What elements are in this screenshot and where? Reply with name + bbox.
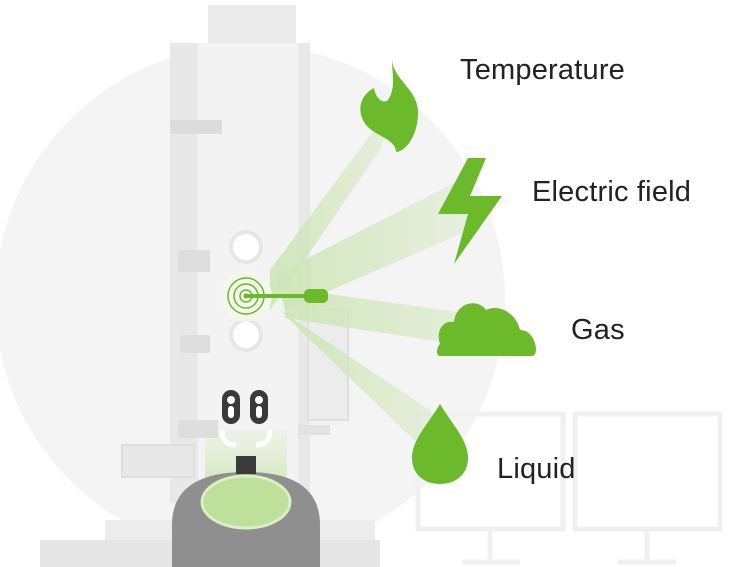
specimen-holder [220, 270, 328, 322]
gas-label: Gas [571, 314, 625, 346]
droplet-icon [412, 404, 468, 484]
flame-icon [360, 60, 418, 152]
electric-field-label: Electric field [532, 176, 692, 208]
temperature-label: Temperature [460, 54, 625, 86]
cloud-icon [437, 303, 536, 356]
liquid-label: Liquid [497, 453, 576, 485]
lightning-bolt-icon [438, 158, 502, 264]
